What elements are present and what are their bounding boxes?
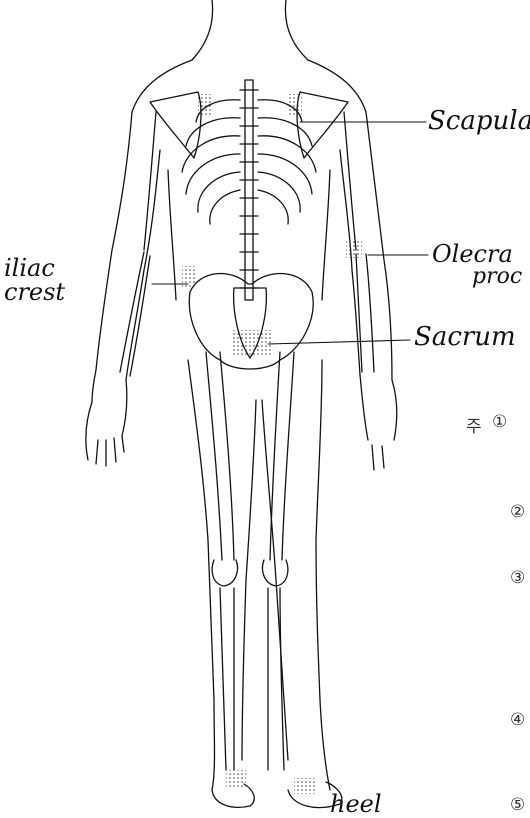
note-marker-1: ① <box>492 412 507 432</box>
note-marker-5: ⑤ <box>510 795 525 815</box>
note-marker-2: ② <box>510 502 525 522</box>
skeleton <box>120 80 374 794</box>
notes-prefix: 주 <box>466 412 482 437</box>
sacrum-leader <box>268 340 410 344</box>
sacrum-label: Sacrum <box>414 322 516 352</box>
note-marker-4: ④ <box>510 710 525 730</box>
left-scapula <box>150 92 201 158</box>
olecranon-label-line2: proc <box>472 264 522 289</box>
scapula-label: Scapula <box>428 106 530 136</box>
spine <box>245 80 253 300</box>
body-outline <box>86 0 397 808</box>
iliac-label-line2: crest <box>4 278 65 306</box>
note-marker-3: ③ <box>510 568 525 588</box>
leader-lines <box>152 122 428 344</box>
right-scapula <box>297 92 348 158</box>
heel-label: heel <box>330 790 382 818</box>
